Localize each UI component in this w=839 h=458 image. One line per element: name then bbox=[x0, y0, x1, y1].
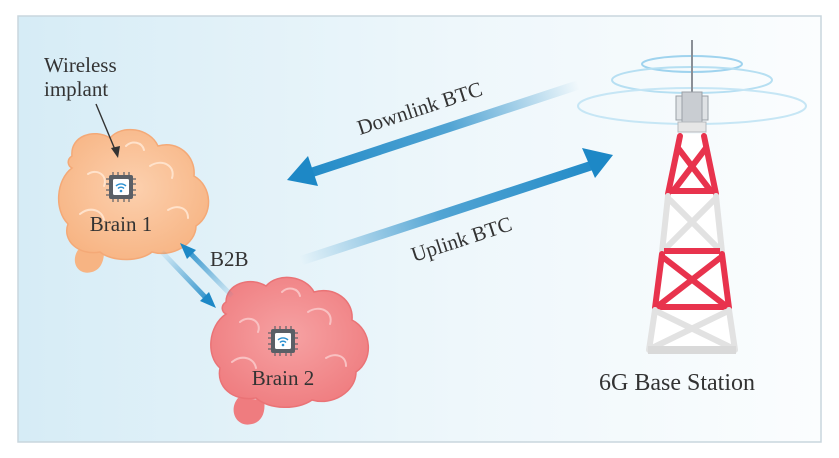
wifi-chip-icon bbox=[106, 172, 136, 202]
brain-1-label: Brain 1 bbox=[90, 212, 152, 236]
wireless-implant-label-line1: Wireless bbox=[44, 53, 117, 77]
b2b-label: B2B bbox=[210, 247, 249, 271]
b2b-arrows bbox=[160, 243, 234, 308]
base-station-label: 6G Base Station bbox=[599, 370, 755, 396]
wifi-chip-icon bbox=[268, 326, 298, 356]
base-station-tower bbox=[577, 40, 807, 354]
wireless-implant-label-line2: implant bbox=[44, 77, 108, 101]
uplink-arrow bbox=[300, 148, 613, 265]
downlink-arrow bbox=[287, 80, 581, 186]
implant-pointer-arrow bbox=[95, 103, 120, 158]
brain-2-label: Brain 2 bbox=[252, 366, 314, 390]
